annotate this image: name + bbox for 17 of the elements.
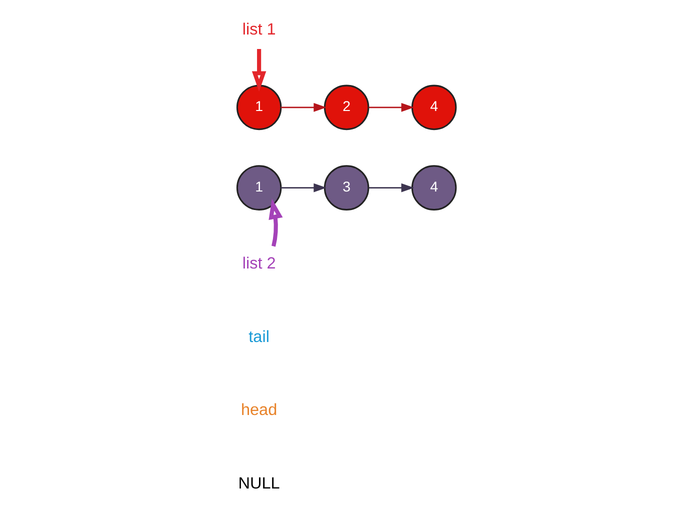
node-circle: 2 xyxy=(324,84,370,130)
arrow xyxy=(368,183,414,192)
label: tail xyxy=(248,328,270,346)
node-text: list 2 xyxy=(242,254,276,272)
node-text: list 1 xyxy=(242,20,276,38)
node-circle: 1 xyxy=(236,165,282,210)
label: NULL xyxy=(238,474,280,492)
arrow xyxy=(252,48,266,92)
node-circle: 4 xyxy=(411,84,457,130)
node-circle: 1 xyxy=(236,84,282,130)
node-circle: 3 xyxy=(324,165,370,210)
label: head xyxy=(240,400,278,419)
arrow xyxy=(280,102,327,112)
arrow xyxy=(368,102,414,112)
arrow xyxy=(268,198,283,247)
node-circle: 4 xyxy=(411,165,457,210)
arrow xyxy=(280,183,327,192)
